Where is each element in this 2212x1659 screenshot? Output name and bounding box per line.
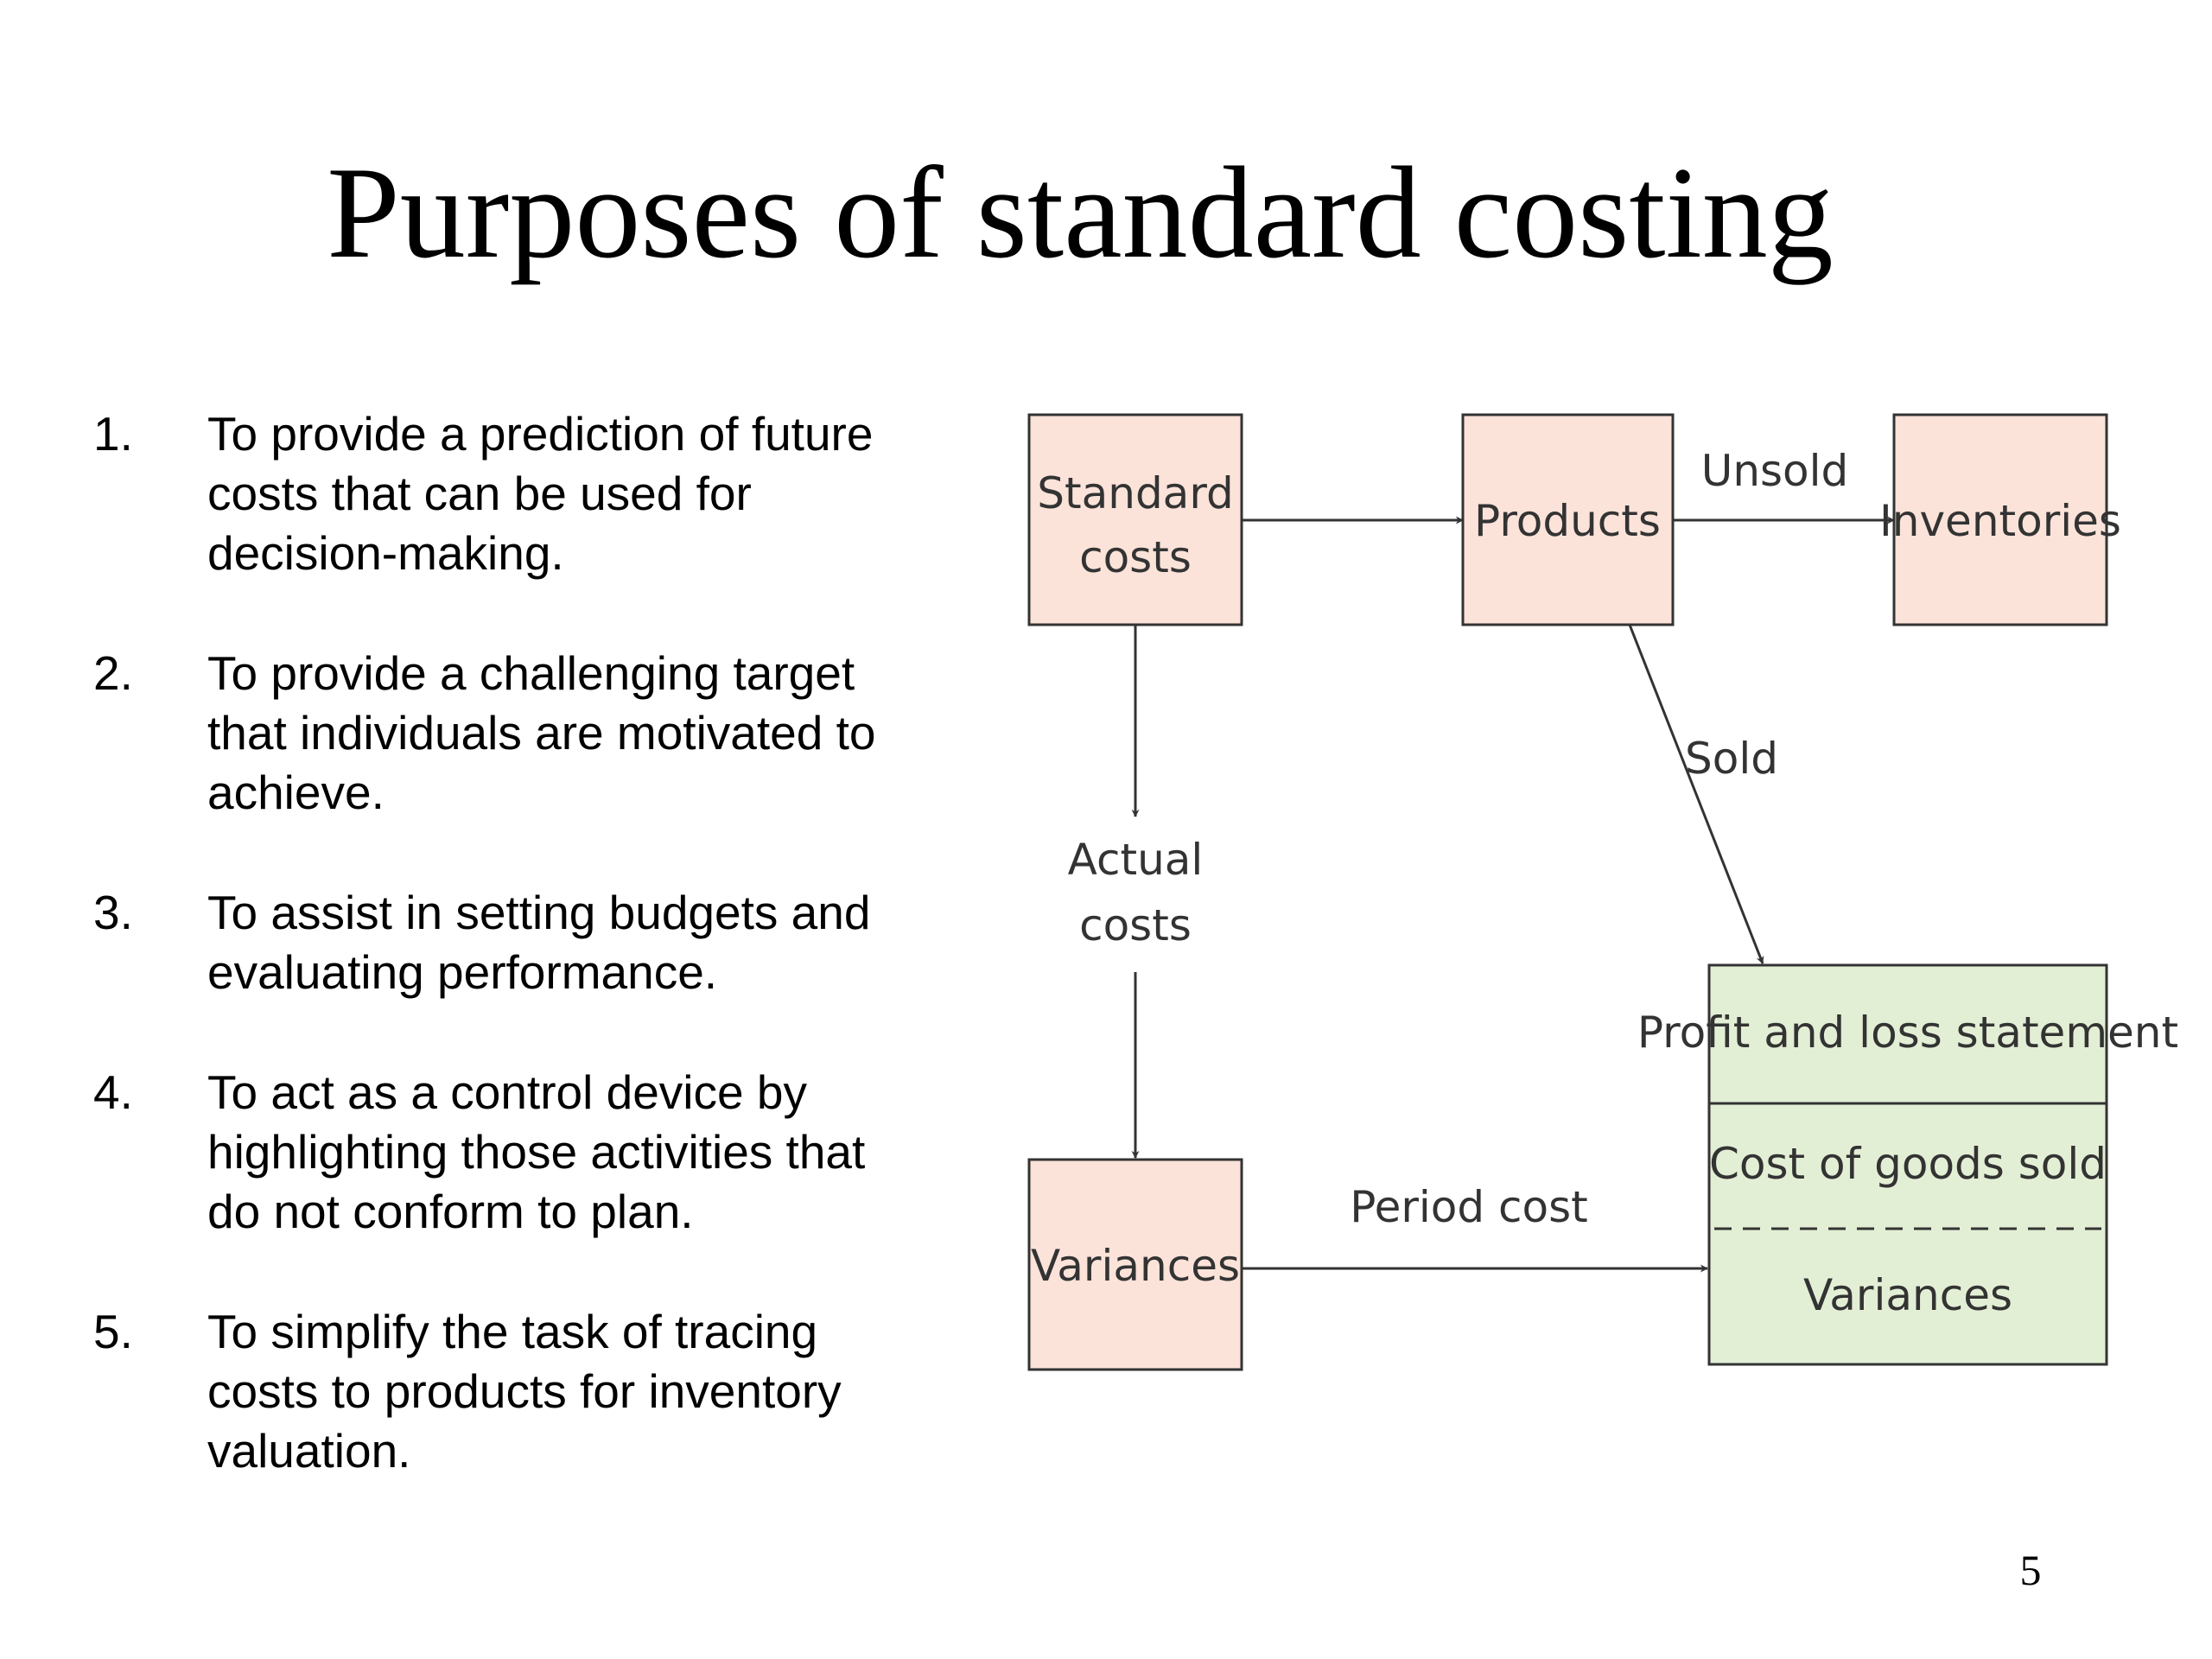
purpose-item: 2. To provide a challenging target that … bbox=[93, 644, 957, 823]
purpose-line: valuation. bbox=[207, 1424, 411, 1478]
unsold-label: Unsold bbox=[1701, 446, 1849, 496]
purpose-line: achieve. bbox=[207, 766, 385, 819]
purpose-line: To simplify the task of tracing bbox=[207, 1305, 818, 1358]
arrow-products-to-statement bbox=[1628, 624, 1764, 964]
period-cost-label: Period cost bbox=[1350, 1182, 1588, 1232]
standard-costs-label: costs bbox=[1079, 532, 1192, 582]
standard-costs-box bbox=[1027, 413, 1243, 626]
purpose-line: To act as a control device by bbox=[207, 1065, 807, 1119]
purpose-number: 2. bbox=[93, 646, 133, 700]
profit-loss-statement-box bbox=[1707, 963, 2108, 1366]
variances-box bbox=[1027, 1158, 1243, 1371]
slide-title: Purposes of standard costing bbox=[327, 140, 1834, 285]
purpose-number: 3. bbox=[93, 886, 133, 939]
purpose-line: To provide a challenging target bbox=[207, 646, 855, 700]
products-label: Products bbox=[1474, 496, 1661, 546]
variances-label: Variances bbox=[1031, 1241, 1240, 1291]
inventories-box bbox=[1892, 413, 2108, 626]
purpose-line: To provide a prediction of future bbox=[207, 407, 874, 461]
purpose-line: evaluating performance. bbox=[207, 945, 718, 999]
inventories-label: Inventories bbox=[1879, 496, 2121, 546]
purpose-line: that individuals are motivated to bbox=[207, 706, 876, 760]
purpose-line: costs to products for inventory bbox=[207, 1364, 842, 1418]
purposes-list: 1. To provide a prediction of future cos… bbox=[93, 404, 957, 1541]
purpose-item: 3. To assist in setting budgets and eval… bbox=[93, 883, 957, 1002]
standard-costs-label: Standard bbox=[1037, 468, 1233, 518]
actual-costs-label: costs bbox=[1079, 900, 1192, 950]
purpose-number: 5. bbox=[93, 1305, 133, 1358]
purpose-line: costs that can be used for bbox=[207, 467, 752, 520]
statement-variances-label: Variances bbox=[1803, 1270, 2012, 1320]
purpose-line: do not conform to plan. bbox=[207, 1185, 694, 1238]
actual-costs-label: Actual bbox=[1068, 835, 1204, 885]
purpose-number: 1. bbox=[93, 407, 133, 461]
purpose-item: 4. To act as a control device by highlig… bbox=[93, 1063, 957, 1242]
page-number: 5 bbox=[2019, 1546, 2042, 1594]
sold-label: Sold bbox=[1685, 734, 1778, 784]
purpose-item: 5. To simplify the task of tracing costs… bbox=[93, 1302, 957, 1481]
products-box bbox=[1461, 413, 1675, 626]
purpose-number: 4. bbox=[93, 1065, 133, 1119]
profit-loss-header: Profit and loss statement bbox=[1637, 1007, 2178, 1058]
purpose-line: decision-making. bbox=[207, 526, 564, 580]
purpose-item: 1. To provide a prediction of future cos… bbox=[93, 404, 957, 583]
purpose-line: To assist in setting budgets and bbox=[207, 886, 871, 939]
cost-of-goods-sold-label: Cost of goods sold bbox=[1709, 1139, 2107, 1189]
purpose-line: highlighting those activities that bbox=[207, 1125, 866, 1179]
